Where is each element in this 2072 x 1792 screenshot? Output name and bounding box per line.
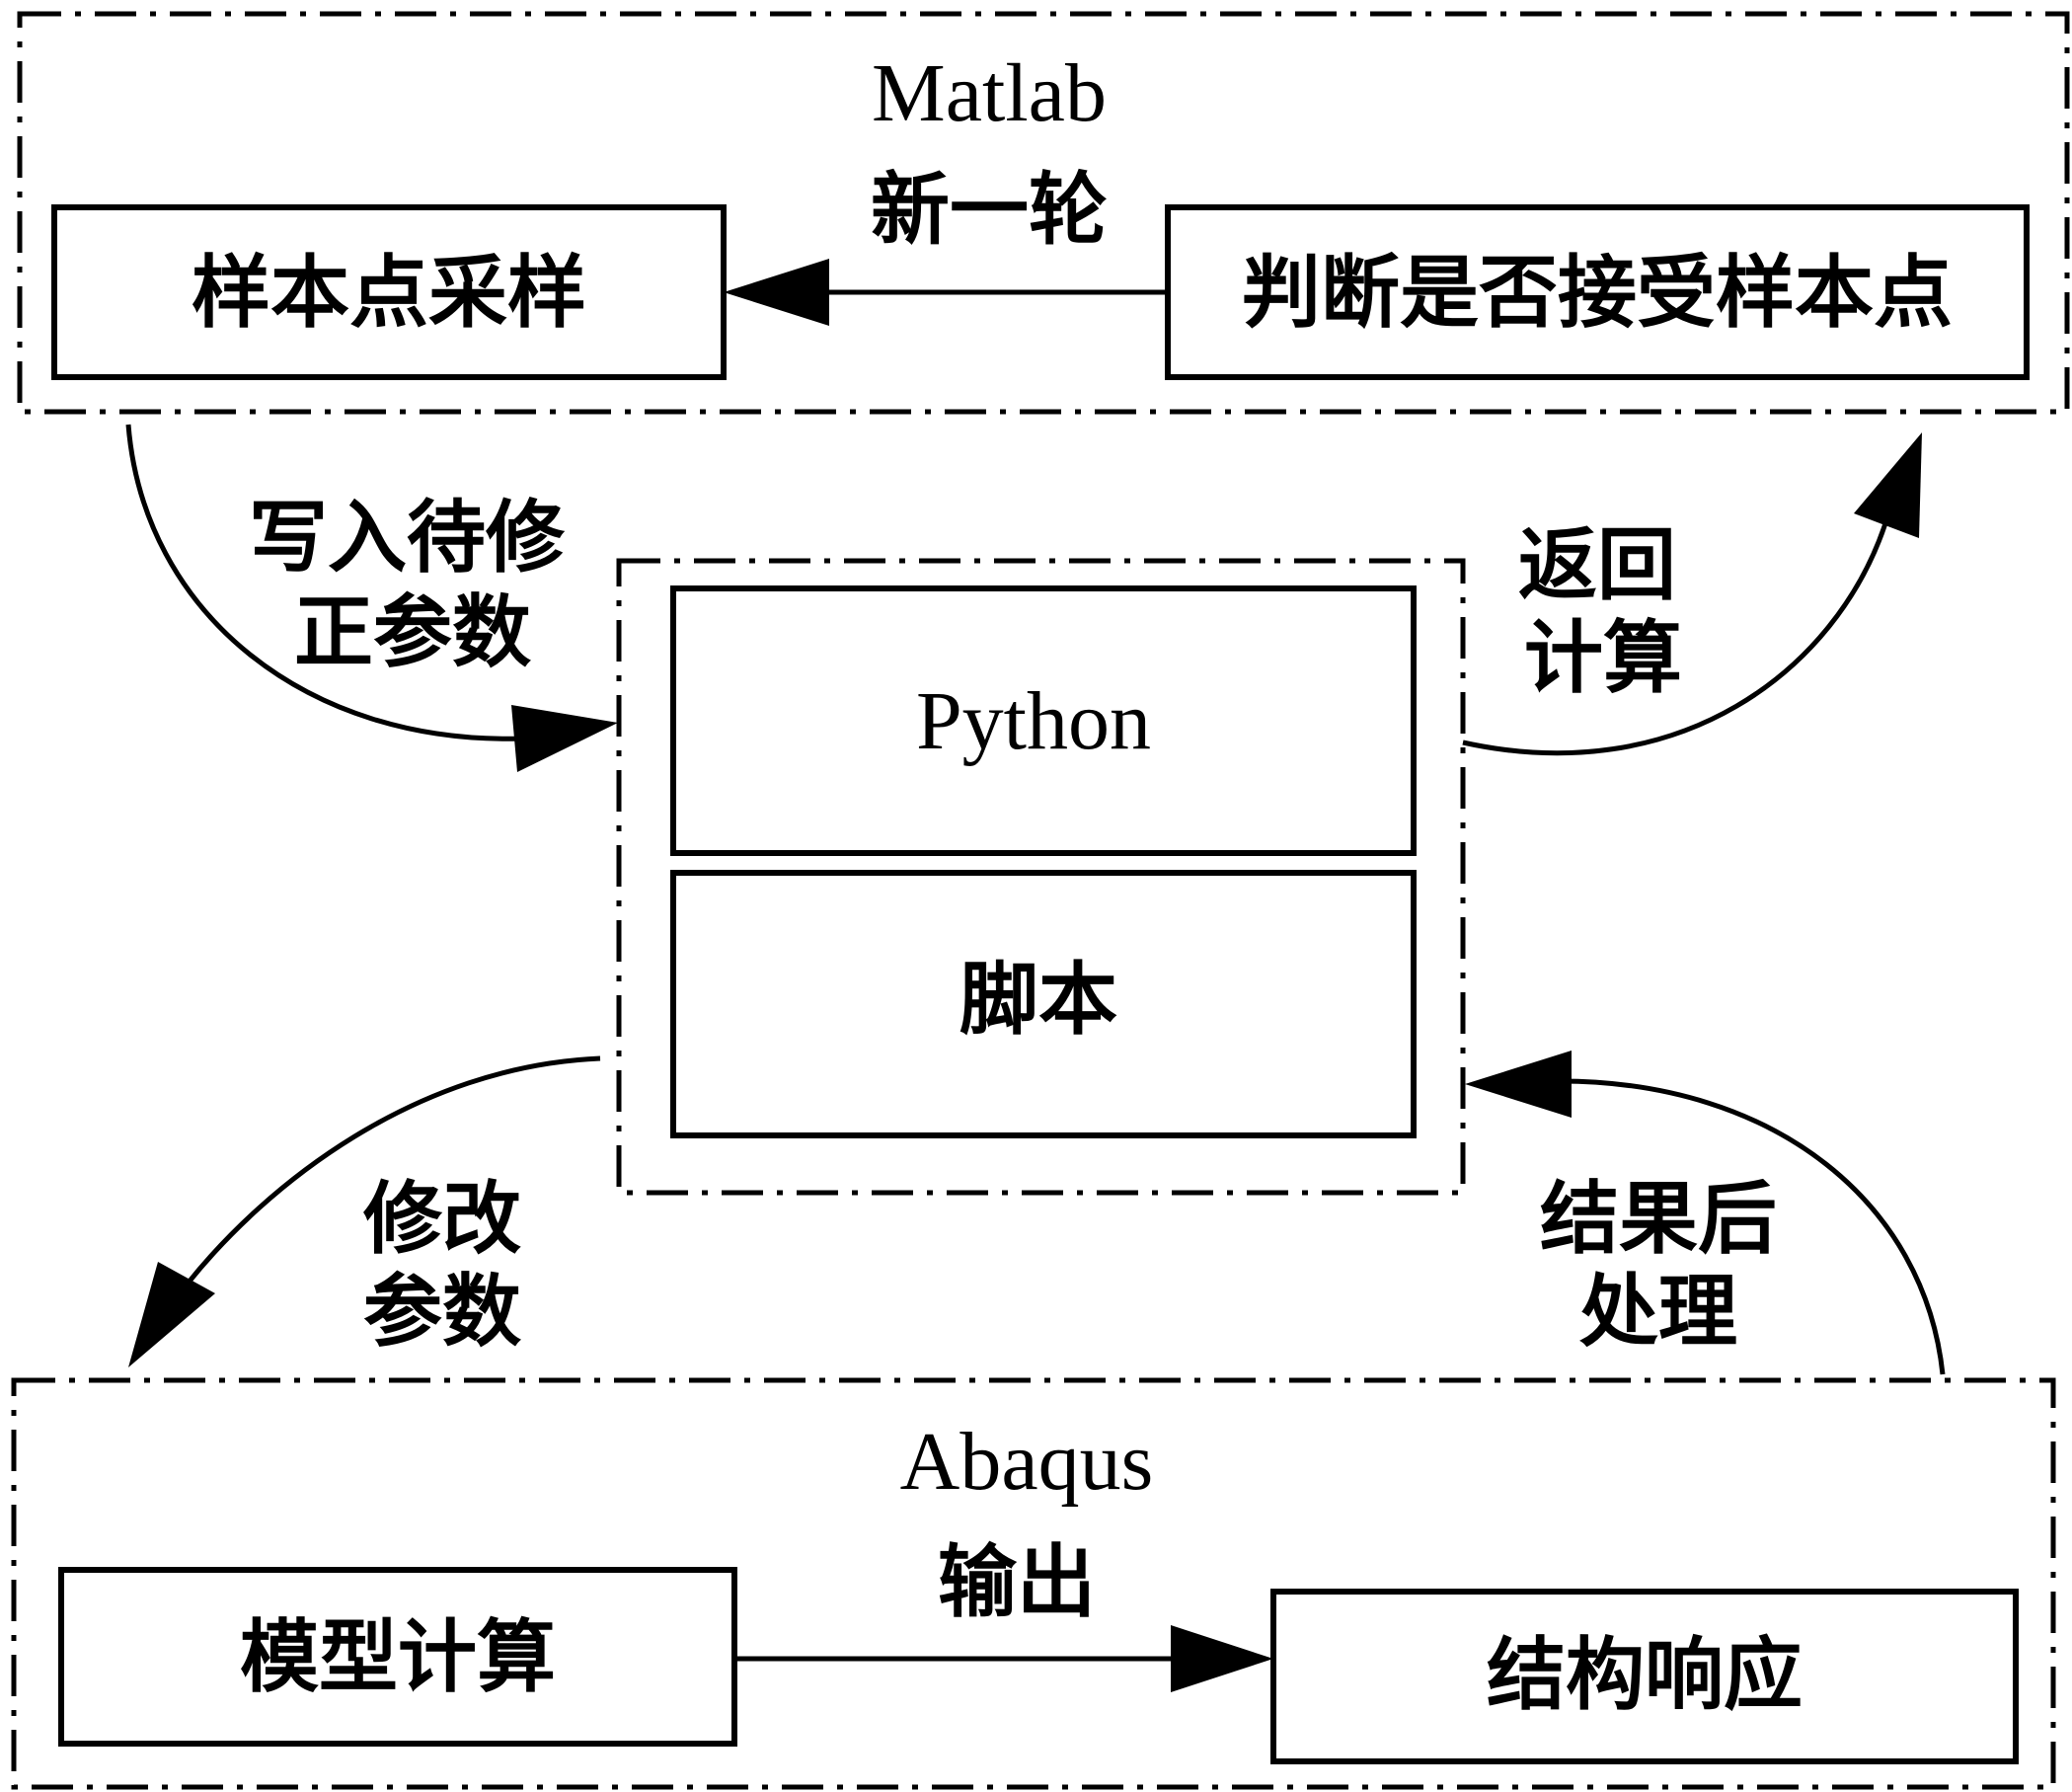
return-compute-label-line1: 返回 (1518, 519, 1676, 611)
sample-point-sampling-box (51, 204, 727, 380)
postprocess-edge: 结果后 处理 (1465, 1051, 1946, 1375)
new-round-arrowhead (724, 259, 829, 326)
write-params-label-line1: 写入待修 (249, 492, 566, 584)
write-params-label-line2: 正参数 (294, 586, 531, 678)
abaqus-group: Abaqus 模型计算 结构响应 输出 (11, 1377, 2056, 1790)
script-label: 脚本 (959, 954, 1117, 1046)
modify-params-arrowhead (128, 1262, 215, 1367)
abaqus-title: Abaqus (900, 1416, 1154, 1508)
postprocess-curve (1559, 1078, 1946, 1375)
write-params-edge: 写入待修 正参数 (125, 424, 618, 772)
modify-params-label-line2: 参数 (363, 1266, 521, 1358)
return-compute-edge: 返回 计算 (1462, 432, 1922, 756)
modify-params-curve (186, 1055, 601, 1286)
matlab-group-frame (17, 11, 2070, 415)
matlab-title: Matlab (872, 47, 1107, 139)
script-box (670, 870, 1417, 1138)
model-computation-label: 模型计算 (240, 1611, 556, 1703)
return-compute-arrowhead (1854, 432, 1922, 538)
accept-sample-decision-box (1165, 204, 2030, 380)
return-compute-curve (1462, 522, 1888, 756)
structural-response-box (1270, 1589, 2019, 1764)
model-computation-box (58, 1567, 737, 1747)
matlab-group: Matlab 样本点采样 判断是否接受样本点 新一轮 (17, 11, 2070, 415)
modify-params-label-line1: 修改 (363, 1173, 521, 1265)
modify-params-edge: 修改 参数 (128, 1055, 601, 1367)
output-arrowhead (1171, 1625, 1273, 1692)
write-params-curve (125, 424, 524, 741)
postprocess-label-line2: 处理 (1579, 1266, 1737, 1358)
python-label: Python (916, 675, 1151, 767)
postprocess-arrowhead (1465, 1051, 1572, 1118)
write-params-arrowhead (511, 705, 618, 772)
postprocess-label-line1: 结果后 (1540, 1173, 1777, 1265)
output-label: 输出 (938, 1536, 1096, 1628)
python-group-frame (616, 558, 1466, 1196)
sample-point-sampling-label: 样本点采样 (192, 247, 586, 339)
abaqus-group-frame (11, 1377, 2056, 1790)
python-group: Python 脚本 (616, 558, 1466, 1196)
return-compute-label-line2: 计算 (1524, 612, 1682, 704)
structural-response-label: 结构响应 (1487, 1629, 1803, 1721)
python-box (670, 585, 1417, 856)
accept-sample-decision-label: 判断是否接受样本点 (1242, 247, 1953, 339)
new-round-label: 新一轮 (871, 164, 1108, 256)
